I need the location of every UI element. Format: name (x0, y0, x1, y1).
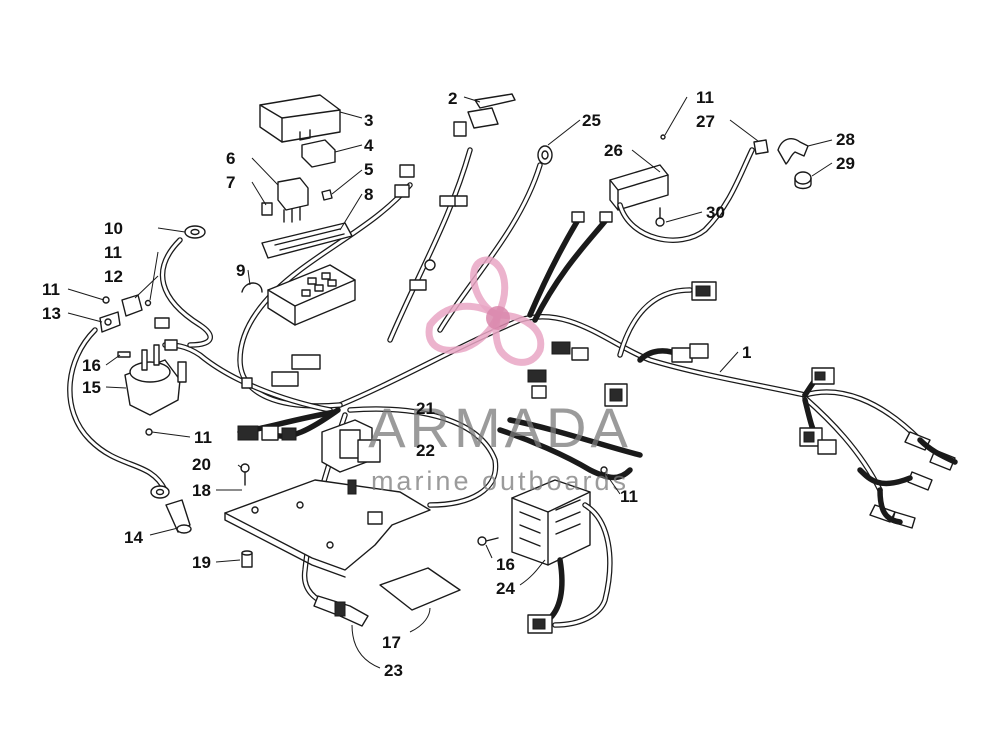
callout-13: 13 (42, 304, 61, 323)
callout-labels: 1 2 3 4 5 6 7 8 9 10 11 11 11 11 11 12 1… (42, 88, 855, 680)
callout-21: 21 (416, 399, 435, 418)
battery-cables (67, 225, 213, 534)
starter-solenoid (99, 294, 187, 436)
callout-10: 10 (104, 219, 123, 238)
fuse-relay-box (241, 94, 356, 326)
watermark-tagline: marine outboards (371, 466, 629, 496)
callout-11-e: 11 (696, 88, 714, 107)
callout-29: 29 (836, 154, 855, 173)
callout-6: 6 (226, 149, 235, 168)
callout-20: 20 (192, 455, 211, 474)
callout-22: 22 (416, 441, 435, 460)
callout-7: 7 (226, 173, 235, 192)
fuse-box-cover-icon (259, 94, 341, 143)
cdi-module (477, 417, 643, 634)
armada-watermark: ARMADA marine outboards (368, 256, 632, 496)
callout-17: 17 (382, 633, 401, 652)
callout-9: 9 (236, 261, 245, 280)
regulator-assembly (609, 134, 812, 243)
callout-3: 3 (364, 111, 373, 130)
callout-15: 15 (82, 378, 101, 397)
propeller-logo-icon (425, 256, 545, 366)
connector-12-icon (121, 294, 143, 317)
watermark-brand: ARMADA (368, 396, 632, 459)
callout-27: 27 (696, 112, 715, 131)
callout-12: 12 (104, 267, 123, 286)
callout-18: 18 (192, 481, 211, 500)
callout-1: 1 (742, 343, 751, 362)
callout-26: 26 (604, 141, 623, 160)
leader-lines (67, 96, 833, 669)
callout-16-a: 16 (82, 356, 101, 375)
ring-terminal-icon (184, 225, 206, 239)
callout-2: 2 (448, 89, 457, 108)
callout-30: 30 (706, 203, 725, 222)
callout-11-d: 11 (620, 487, 638, 506)
callout-25: 25 (582, 111, 601, 130)
callout-4: 4 (364, 136, 374, 155)
callout-11-b: 11 (42, 280, 60, 299)
callout-11-a: 11 (104, 243, 122, 262)
callout-14: 14 (124, 528, 143, 547)
callout-24: 24 (496, 579, 515, 598)
callout-23: 23 (384, 661, 403, 680)
mounting-plate (224, 419, 461, 627)
callout-19: 19 (192, 553, 211, 572)
callout-8: 8 (364, 185, 373, 204)
callout-28: 28 (836, 130, 855, 149)
callout-11-c: 11 (194, 428, 212, 447)
callout-5: 5 (364, 160, 373, 179)
callout-16-b: 16 (496, 555, 515, 574)
terminal-boot-icon (165, 499, 191, 533)
harness-connectors (237, 93, 958, 529)
